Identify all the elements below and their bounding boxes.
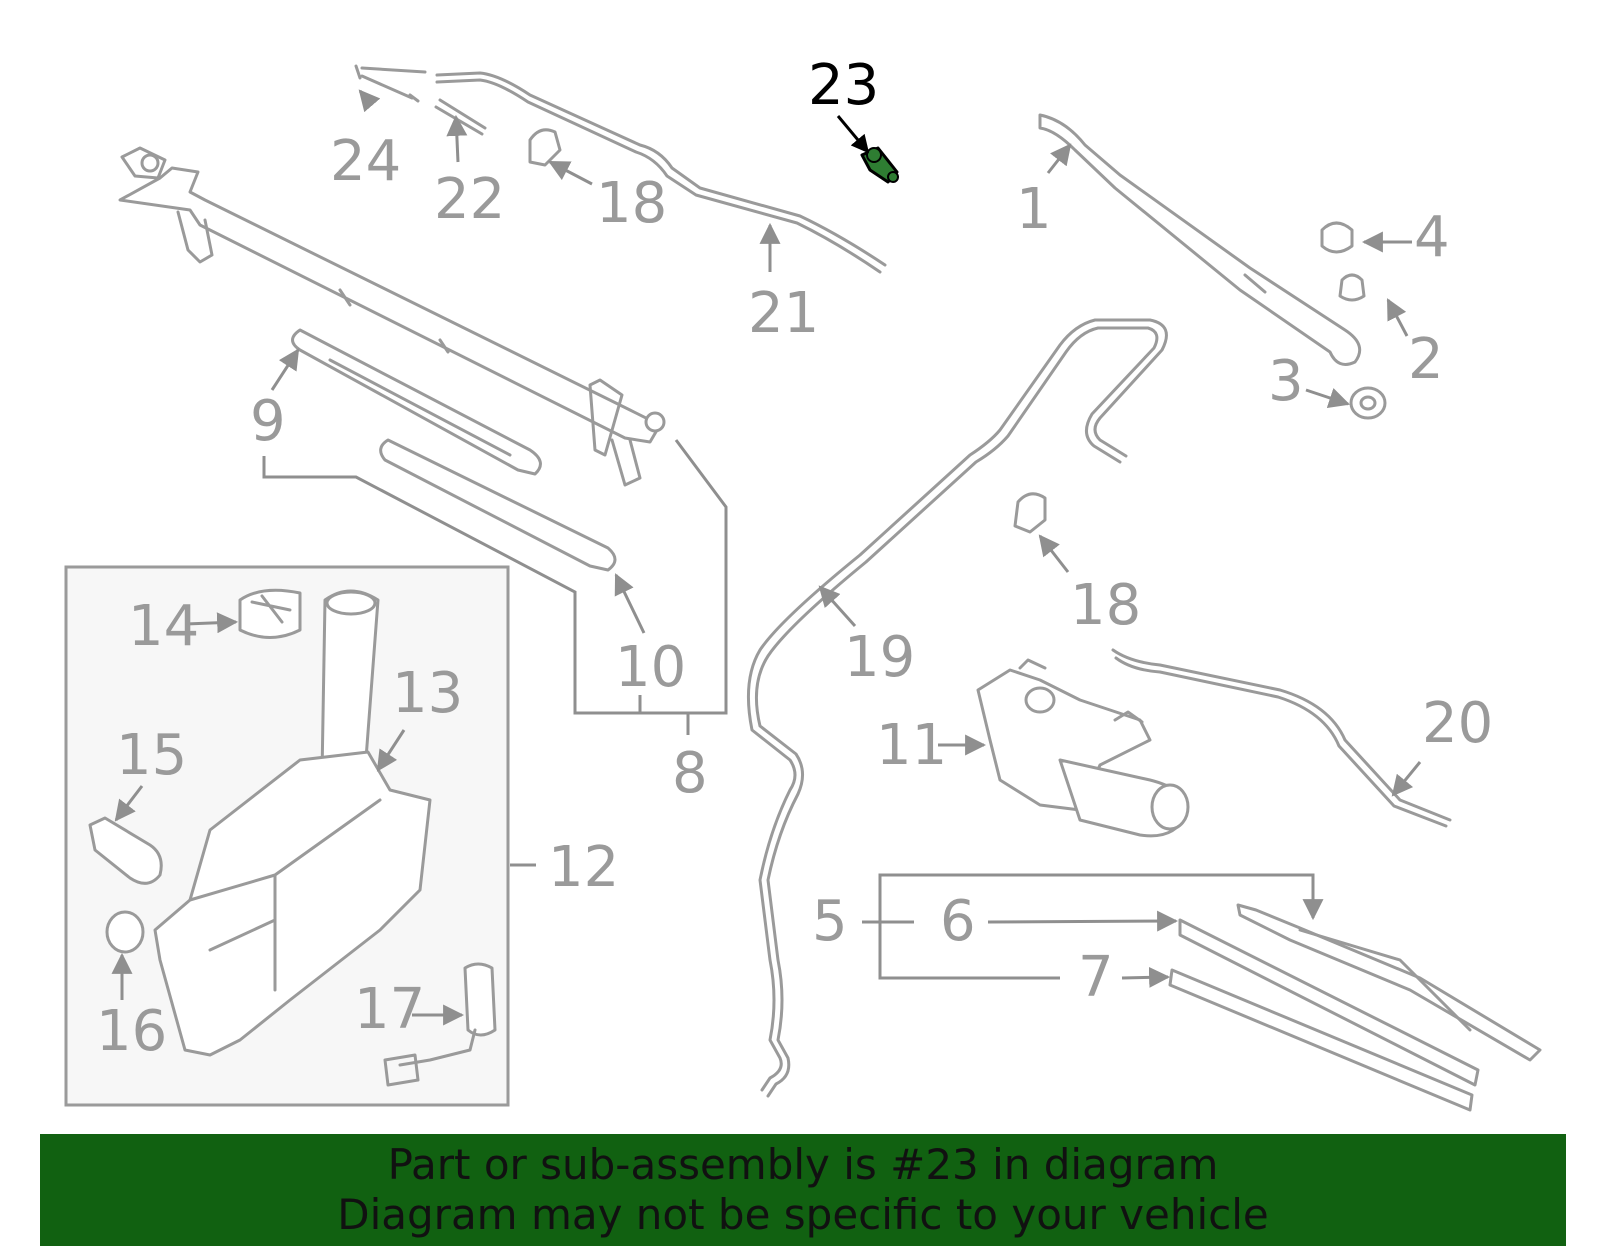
info-banner: Part or sub-assembly is #23 in diagram D…: [40, 1134, 1566, 1246]
banner-line-2: Diagram may not be specific to your vehi…: [337, 1190, 1269, 1239]
callout-17: 17: [354, 977, 425, 1042]
cap-14: [238, 588, 302, 639]
callout-18-top: 18: [596, 171, 667, 236]
washer-hose-19: [746, 318, 1168, 1092]
callout-4: 4: [1414, 205, 1450, 270]
nozzle-18-top: [528, 128, 562, 167]
callout-6: 6: [940, 889, 976, 954]
washer-hose-21: [435, 71, 887, 267]
callout-14: 14: [128, 594, 199, 659]
callout-8: 8: [672, 741, 708, 806]
callout-16: 16: [96, 999, 167, 1064]
callout-19: 19: [844, 625, 915, 690]
tank-12: [153, 750, 432, 1057]
callout-15: 15: [116, 723, 187, 788]
washer-3: [1349, 386, 1387, 420]
callout-9: 9: [250, 389, 286, 454]
callout-7: 7: [1078, 945, 1114, 1010]
nut-2: [1338, 273, 1366, 302]
washer-hose-20: [1111, 648, 1452, 822]
callout-3: 3: [1268, 349, 1304, 414]
callout-13: 13: [392, 661, 463, 726]
callout-5: 5: [812, 889, 848, 954]
callout-11: 11: [876, 713, 947, 778]
callout-10: 10: [615, 635, 686, 700]
wiper-arm-1: [1038, 113, 1362, 366]
grommet-16: [105, 910, 145, 954]
callout-20: 20: [1422, 691, 1493, 756]
highlighted-part-23: [860, 146, 899, 184]
link-rod-9: [291, 328, 542, 476]
link-rod-10: [379, 438, 617, 572]
pin-22: [434, 98, 487, 136]
callout-21: 21: [748, 281, 819, 346]
wiper-blade-assembly: [1168, 903, 1542, 1112]
banner-line-1: Part or sub-assembly is #23 in diagram: [387, 1140, 1219, 1189]
wiper-linkage-part: [118, 146, 666, 487]
callout-1: 1: [1016, 177, 1052, 242]
callout-22: 22: [434, 167, 505, 232]
group-bracket-8: [262, 439, 728, 715]
callout-2: 2: [1408, 327, 1444, 392]
pump-seal-15: [88, 816, 163, 885]
callout-23: 23: [808, 53, 879, 118]
wiper-motor-11: [976, 658, 1190, 838]
nozzle-18-lower: [1013, 492, 1047, 534]
callout-12: 12: [548, 835, 619, 900]
pump-17: [463, 962, 497, 1037]
cap-4: [1320, 221, 1354, 254]
callout-18-lower: 18: [1070, 573, 1141, 638]
connector-24: [354, 64, 427, 103]
callout-24: 24: [330, 129, 401, 194]
group-bracket-5: [878, 873, 1315, 980]
